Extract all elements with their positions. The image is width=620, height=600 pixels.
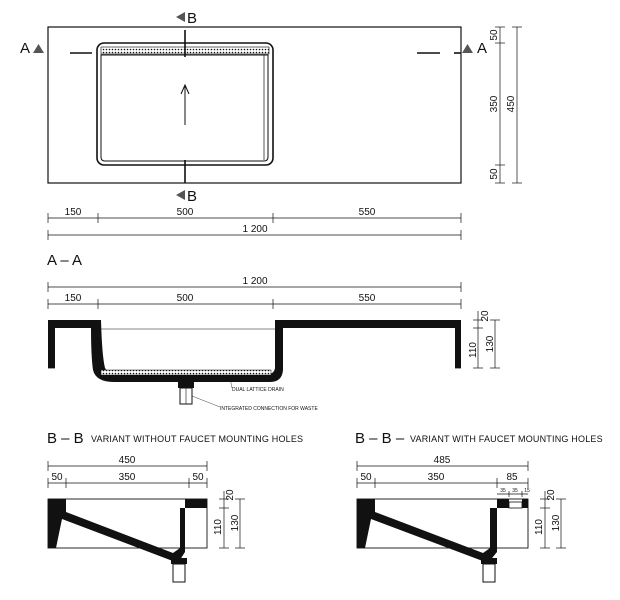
section-aa-lattice-drain [100, 369, 272, 376]
section-bb-without-holes: B – B VARIANT WITHOUT FAUCET MOUNTING HO… [47, 430, 303, 583]
plan-view: A A B B 150 500 550 1 200 [20, 10, 522, 240]
section-bb2-title: B – B – [355, 430, 405, 447]
section-bb2-dim-85: 85 [506, 472, 518, 483]
plan-dim-vertical [495, 26, 522, 184]
note-dual-lattice-drain: DUAL LATTICE DRAIN [232, 387, 284, 393]
section-bb1-waste-flange [171, 558, 187, 564]
section-aa-dim-130: 130 [485, 335, 496, 352]
section-bb1-dim-350: 350 [119, 472, 136, 483]
cut-label-a-right: A [477, 40, 487, 57]
plan-dim-350: 350 [489, 95, 500, 112]
section-bb2-waste-pipe [482, 563, 496, 583]
section-aa-title: A – A [47, 252, 82, 269]
section-aa-dim-110: 110 [468, 342, 479, 358]
section-bb2-dim-350: 350 [428, 472, 445, 483]
faucet-hole [508, 501, 523, 509]
plan-dim-500: 500 [177, 207, 194, 218]
section-bb2-dims-vertical [540, 491, 566, 549]
section-aa-dims-horizontal [47, 282, 462, 309]
section-bb2-dim-110: 110 [534, 519, 545, 535]
section-bb1-title: B – B [47, 430, 84, 447]
section-bb1-dim-130: 130 [230, 514, 241, 531]
section-bb2-total-width: 485 [434, 455, 451, 466]
section-bb2-dim-15: 15 [524, 488, 530, 494]
section-bb1-dim-20: 20 [225, 489, 236, 501]
note-integrated-waste: INTEGRATED CONNECTION FOR WASTE [220, 406, 318, 412]
cut-label-b-top: B [187, 10, 197, 27]
cut-arrow-a-right [462, 44, 473, 53]
cut-arrow-b-top [176, 12, 185, 22]
section-bb2-dims-horizontal [356, 461, 529, 497]
section-bb1-dims-horizontal [47, 461, 208, 488]
section-aa-waste-flange [178, 382, 194, 388]
section-bb1-dim-110: 110 [213, 519, 224, 535]
section-bb2-subtitle: VARIANT WITH FAUCET MOUNTING HOLES [410, 434, 603, 444]
section-bb1-dim-50-right: 50 [192, 472, 204, 483]
plan-dim-total-width: 1 200 [242, 224, 267, 235]
basin-inner-outline [100, 54, 269, 162]
plan-dim-horizontal [47, 213, 462, 240]
section-bb2-dim-35a: 35 [500, 488, 506, 494]
plan-dim-150: 150 [65, 207, 82, 218]
section-bb1-total-width: 450 [119, 455, 136, 466]
section-bb2-dim-20: 20 [546, 489, 557, 501]
section-bb2-waste-flange [481, 558, 497, 564]
section-bb1-dim-50-left: 50 [51, 472, 63, 483]
plan-dim-50-bottom: 50 [489, 168, 500, 180]
section-bb1-waste-pipe [172, 563, 186, 583]
cut-arrow-b-bottom [176, 190, 185, 200]
section-aa-dim-20: 20 [480, 310, 491, 322]
plan-dim-450: 450 [506, 95, 517, 112]
cut-arrow-a-left [33, 44, 44, 53]
cut-label-a-left: A [20, 40, 30, 57]
section-aa-dim-550: 550 [359, 293, 376, 304]
section-aa-dim-150: 150 [65, 293, 82, 304]
section-bb1-dims-vertical [219, 491, 245, 549]
section-bb1-profile [48, 499, 185, 563]
plan-dim-550: 550 [359, 207, 376, 218]
section-aa-dim-500: 500 [177, 293, 194, 304]
section-aa-dims-vertical [473, 311, 500, 369]
section-aa-profile [48, 320, 461, 382]
section-bb2-profile [357, 499, 497, 563]
section-bb2-dim-130: 130 [551, 514, 562, 531]
section-aa-total-width: 1 200 [242, 276, 267, 287]
section-bb1-subtitle: VARIANT WITHOUT FAUCET MOUNTING HOLES [91, 434, 303, 444]
cut-label-b-bottom: B [187, 188, 197, 205]
section-bb2-dim-50: 50 [360, 472, 372, 483]
section-aa: A – A 1 200 150 500 550 DUAL LATTICE DRA… [47, 252, 500, 412]
countertop-outline [47, 26, 462, 184]
section-bb-with-holes: B – B – VARIANT WITH FAUCET MOUNTING HOL… [355, 430, 603, 583]
section-bb2-dim-35b: 35 [512, 488, 518, 494]
plan-dim-50-top: 50 [489, 29, 500, 41]
